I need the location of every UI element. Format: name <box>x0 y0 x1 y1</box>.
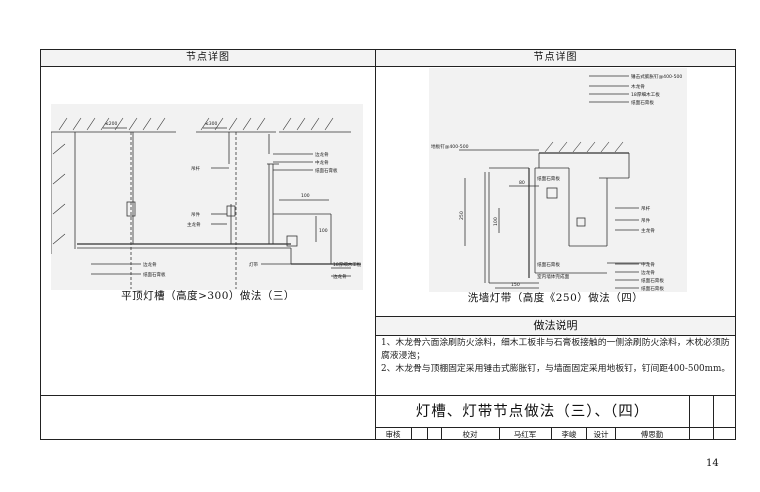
wall-wash-drawing: 锤击式膨胀钉@400-500 木龙骨 18厚细木工板 纸面石膏板 地板钉@400… <box>431 73 682 292</box>
drawing-label: 室内墙体完成面 <box>537 273 570 280</box>
drawing-label: 中龙骨 <box>641 261 655 268</box>
drawing-label: 锤击式膨胀钉@400-500 <box>631 73 682 80</box>
drawing-label: 纸面石膏板 <box>537 261 560 268</box>
drawing-label: 纸面石膏板 <box>537 175 560 182</box>
title-block-divider <box>615 427 616 439</box>
note-item: 2、木龙骨与顶棚固定采用锤击式膨胀钉，与墙面固定采用地板钉，钉间距400-500… <box>381 364 731 375</box>
right-detail-drawing: 锤击式膨胀钉@400-500 木龙骨 18厚细木工板 纸面石膏板 地板钉@400… <box>429 68 687 292</box>
drawing-label: 吊杆 <box>641 205 651 212</box>
dim-label: ≤200 <box>105 121 117 127</box>
drawing-label: 18厚细木工板 <box>333 261 362 268</box>
title-block-divider <box>713 395 714 439</box>
drawing-label: 18厚细木工板 <box>631 91 660 98</box>
dim-label: 100 <box>319 228 328 234</box>
design-label: 设计 <box>593 430 609 439</box>
drawing-label: 中龙骨 <box>315 159 329 166</box>
title-block-divider <box>586 427 587 439</box>
drawing-label: 吊件 <box>641 217 651 224</box>
left-panel-header: 节点详图 <box>41 50 375 67</box>
dim-label: 100 <box>493 217 499 226</box>
drawing-label: 地板钉@400-500 <box>431 143 469 150</box>
drawing-label: 吊杆 <box>191 165 200 172</box>
title-block-mid-rule <box>376 427 735 428</box>
dim-label: 80 <box>519 180 525 186</box>
drawing-title: 灯槽、灯带节点做法（三）、（四） <box>415 404 650 420</box>
drawing-label: 边龙骨 <box>333 273 347 280</box>
right-caption: 洗墙灯带（高度《250）做法（四） <box>467 292 644 304</box>
drawing-label: 纸面石膏板 <box>631 99 654 106</box>
check-label: 校对 <box>462 430 478 439</box>
drawing-label: 吊件 <box>191 211 200 218</box>
title-block-divider <box>689 395 690 439</box>
title-block-divider <box>427 427 428 439</box>
notes-title: 做法说明 <box>376 316 735 336</box>
title-block-divider <box>551 427 552 439</box>
drawing-label: 灯带 <box>249 261 258 268</box>
reviewer-name: 李峻 <box>561 430 577 439</box>
drawing-label: 主龙骨 <box>187 221 201 228</box>
drawing-label: 边龙骨 <box>641 269 655 276</box>
left-caption: 平顶灯槽（高度>300）做法（三） <box>121 290 295 302</box>
drawing-label: 纸面石膏板 <box>315 167 338 174</box>
right-panel-header: 节点详图 <box>376 50 735 67</box>
dim-label: 100 <box>301 193 310 199</box>
design-name: 傅思勤 <box>640 430 664 439</box>
dim-label: 250 <box>459 211 465 220</box>
page-number: 14 <box>706 458 719 469</box>
drawing-label: 纸面石膏板 <box>641 277 664 284</box>
note-item: 1、木龙骨六面涂刷防火涂料，细木工板非与石膏板接触的一侧涂刷防火涂料，木枕必须防… <box>381 338 730 362</box>
panel-divider <box>375 50 376 395</box>
title-block-divider <box>375 395 376 439</box>
dim-label: 150 <box>511 282 520 288</box>
drawing-label: 纸面石膏板 <box>143 271 166 278</box>
dim-label: ≤300 <box>205 121 217 127</box>
review-label: 审核 <box>385 430 401 439</box>
drawing-label: 纸面石膏板 <box>641 285 664 292</box>
drawing-label: 边龙骨 <box>315 151 329 158</box>
drawing-label: 边龙骨 <box>143 261 157 268</box>
title-block-divider <box>499 427 500 439</box>
title-block-divider <box>441 427 442 439</box>
notes-body: 1、木龙骨六面涂刷防火涂料，细木工板非与石膏板接触的一侧涂刷防火涂料，木枕必须防… <box>381 337 731 377</box>
drawing-label: 主龙骨 <box>641 227 655 234</box>
drawing-sheet: 节点详图 节点详图 <box>40 49 736 440</box>
left-detail-drawing: ≤200 ≤300 300 100 100 边龙骨 中龙骨 纸面石膏板 吊杆 吊… <box>41 104 363 290</box>
title-block-divider <box>411 427 412 439</box>
drawing-label: 木龙骨 <box>631 83 645 90</box>
check-name: 马红军 <box>513 430 537 439</box>
title-block-top-rule <box>41 395 735 396</box>
ceiling-slot-drawing: ≤200 ≤300 300 100 100 边龙骨 中龙骨 纸面石膏板 吊杆 吊… <box>41 117 362 289</box>
